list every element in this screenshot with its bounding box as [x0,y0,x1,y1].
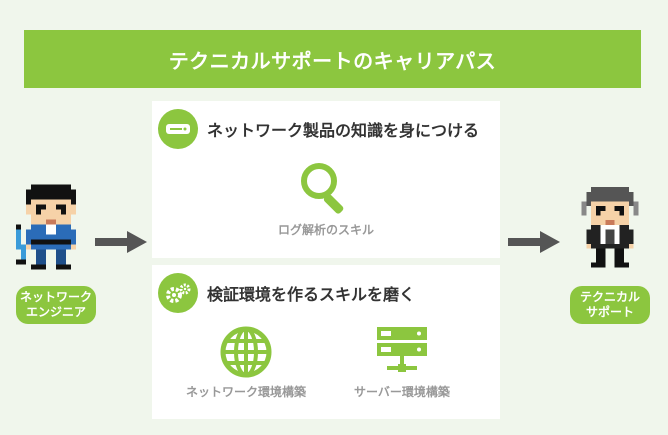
arrow-right-icon [95,231,147,253]
start-role-badge: ネットワーク エンジニア [16,286,96,324]
skill-label: ネットワーク環境構築 [185,385,306,399]
server-icon [377,327,427,372]
start-role-line1: ネットワーク [19,290,92,304]
end-role-badge: テクニカル サポート [570,286,650,324]
network-engineer-character [16,184,86,284]
card-heading: ネットワーク製品の知識を身につける [207,121,480,140]
skill-log-analysis: ログ解析のスキル [276,159,376,238]
technical-support-character [577,186,643,282]
globe-icon [220,326,272,378]
skill-label: ログ解析のスキル [277,223,374,237]
page-title: テクニカルサポートのキャリアパス [24,30,641,88]
end-role-line2: サポート [585,305,634,319]
card-heading: 検証環境を作るスキルを磨く [207,285,416,304]
skill-server-setup: サーバー環境構築 [332,325,472,400]
skill-label: サーバー環境構築 [354,385,450,399]
start-role-line2: エンジニア [25,305,86,319]
router-icon [158,109,198,149]
knowledge-card: ネットワーク製品の知識を身につける ログ解析のスキル [152,101,500,258]
skill-network-setup: ネットワーク環境構築 [166,325,326,400]
arrow-right-icon [508,231,560,253]
magnifier-icon [301,163,344,214]
verification-card: 検証環境を作るスキルを磨く ネットワーク環境構築 サーバー環境構築 [152,265,500,419]
end-role-line1: テクニカル [579,290,640,304]
gears-icon [158,273,198,313]
